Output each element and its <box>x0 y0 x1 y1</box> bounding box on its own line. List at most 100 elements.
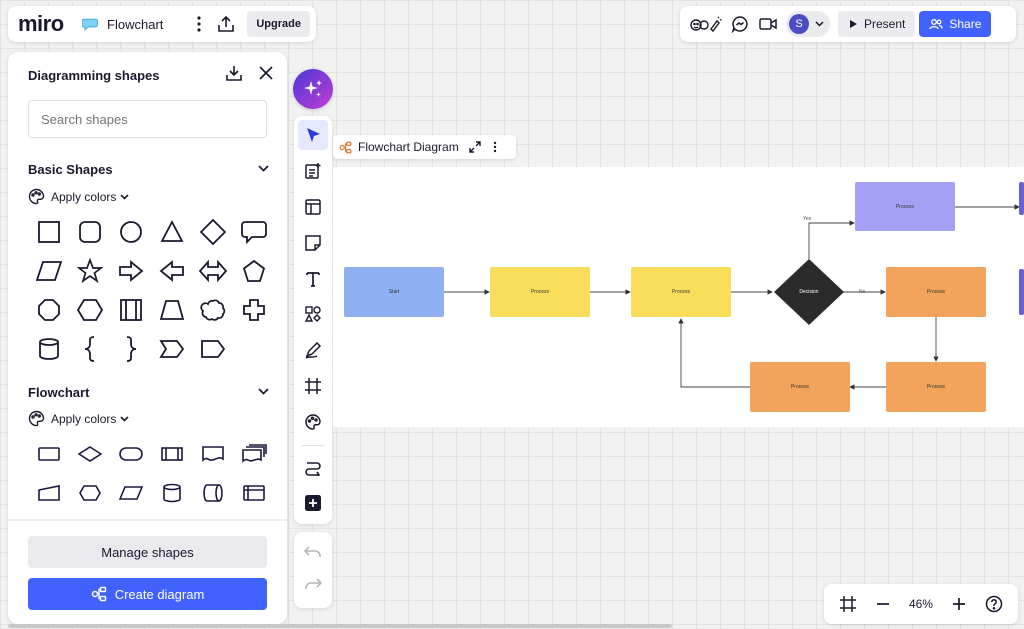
decision-node[interactable]: Decision <box>774 259 844 325</box>
close-icon[interactable] <box>257 64 275 87</box>
rounded-square-shape[interactable] <box>69 212 110 251</box>
frame-title-bar[interactable]: Flowchart Diagram <box>333 135 516 159</box>
chevron-down-icon[interactable] <box>258 165 269 172</box>
process-node[interactable]: Process <box>490 267 590 317</box>
board-title[interactable]: Flowchart <box>107 16 164 32</box>
process-node[interactable]: Process <box>886 267 986 317</box>
share-button[interactable]: Share <box>919 11 992 37</box>
board-header: miro Flowchart Upgrade <box>8 6 316 42</box>
expand-icon[interactable] <box>469 141 481 153</box>
pentagon-shape[interactable] <box>233 251 274 290</box>
double-arrow-shape[interactable] <box>192 251 233 290</box>
fc-process-shape[interactable] <box>28 434 69 473</box>
circle-shape[interactable] <box>110 212 151 251</box>
process-node[interactable]: Process <box>750 362 850 412</box>
panel-title: Diagramming shapes <box>28 68 160 83</box>
flowchart-frame[interactable]: Start Process Process Decision Process P… <box>333 167 1024 427</box>
users-icon <box>929 19 944 30</box>
fc-preparation-shape[interactable] <box>69 473 110 512</box>
horizontal-scrollbar[interactable] <box>8 624 672 628</box>
fc-internal-storage-shape[interactable] <box>233 473 274 512</box>
ai-assistant-button[interactable] <box>293 69 333 109</box>
collaborators-dropdown[interactable]: S <box>786 11 830 37</box>
chat-icon[interactable] <box>726 10 754 38</box>
fit-to-screen-icon[interactable] <box>839 595 857 613</box>
process-node[interactable]: Process <box>631 267 731 317</box>
pen-tool[interactable] <box>298 335 328 365</box>
process-node[interactable]: Process <box>855 182 955 231</box>
upgrade-button[interactable]: Upgrade <box>247 11 310 37</box>
sticky-note-tool[interactable] <box>298 228 328 258</box>
cross-shape[interactable] <box>233 290 274 329</box>
more-tools-button[interactable] <box>298 488 328 518</box>
octagon-shape[interactable] <box>28 290 69 329</box>
star-shape[interactable] <box>69 251 110 290</box>
chevron-down-icon <box>120 415 129 422</box>
triangle-shape[interactable] <box>151 212 192 251</box>
process-node[interactable]: Process <box>886 362 986 412</box>
square-shape[interactable] <box>28 212 69 251</box>
download-icon[interactable] <box>225 64 243 87</box>
arrow-right-shape[interactable] <box>110 251 151 290</box>
tag-shape[interactable] <box>192 329 233 368</box>
cylinder-shape[interactable] <box>28 329 69 368</box>
help-icon[interactable] <box>985 595 1003 613</box>
process-bars-shape[interactable] <box>110 290 151 329</box>
chevron-down-icon[interactable] <box>258 388 269 395</box>
hexagon-shape[interactable] <box>69 290 110 329</box>
present-label: Present <box>864 17 906 31</box>
cloud-shape[interactable] <box>192 290 233 329</box>
chevron-down-icon <box>120 193 129 200</box>
speech-bubble-shape[interactable] <box>233 212 274 251</box>
more-options-icon[interactable] <box>185 10 212 38</box>
basic-shapes-title[interactable]: Basic Shapes <box>28 162 113 177</box>
toolbar-divider <box>302 445 324 447</box>
miro-logo[interactable]: miro <box>18 11 64 36</box>
fc-multi-document-shape[interactable] <box>233 434 274 473</box>
flowchart-section-title[interactable]: Flowchart <box>28 385 90 400</box>
undo-icon[interactable] <box>303 545 322 564</box>
start-node[interactable]: Start <box>344 267 444 317</box>
zoom-level[interactable]: 46% <box>908 597 933 611</box>
brace-left-shape[interactable] <box>69 329 110 368</box>
parallelogram-shape[interactable] <box>28 251 69 290</box>
diamond-shape[interactable] <box>192 212 233 251</box>
fc-predefined-shape[interactable] <box>151 434 192 473</box>
layout-tool[interactable] <box>298 192 328 222</box>
zoom-out-icon[interactable] <box>875 596 891 612</box>
frame-tool[interactable] <box>298 371 328 401</box>
manage-shapes-button[interactable]: Manage shapes <box>28 536 267 568</box>
fc-data-shape[interactable] <box>110 473 151 512</box>
reactions-icon[interactable] <box>686 10 726 38</box>
fc-database-shape[interactable] <box>151 473 192 512</box>
fc-document-shape[interactable] <box>192 434 233 473</box>
frame-icon <box>305 378 321 395</box>
search-shapes-input[interactable] <box>28 100 267 138</box>
connection-line-tool[interactable] <box>298 452 328 482</box>
apps-tool[interactable] <box>298 407 328 437</box>
more-options-icon[interactable] <box>493 141 497 153</box>
brace-right-shape[interactable] <box>110 329 151 368</box>
fc-terminator-shape[interactable] <box>110 434 151 473</box>
video-call-icon[interactable] <box>754 10 782 38</box>
fc-direct-data-shape[interactable] <box>192 473 233 512</box>
templates-tool[interactable] <box>298 156 328 186</box>
apply-colors-basic[interactable]: Apply colors <box>28 188 129 205</box>
layout-icon <box>305 199 321 215</box>
text-tool[interactable] <box>298 264 328 294</box>
diagramming-shapes-panel: Diagramming shapes Basic Shapes Apply co… <box>8 52 287 624</box>
present-button[interactable]: Present <box>838 11 916 37</box>
select-tool[interactable] <box>298 120 328 150</box>
export-icon[interactable] <box>212 10 239 38</box>
connector-lines <box>444 204 1020 390</box>
redo-icon[interactable] <box>304 577 323 596</box>
zoom-in-icon[interactable] <box>951 596 967 612</box>
create-diagram-button[interactable]: Create diagram <box>28 578 267 610</box>
fc-decision-shape[interactable] <box>69 434 110 473</box>
chevron-shape[interactable] <box>151 329 192 368</box>
shapes-tool[interactable] <box>298 300 328 330</box>
apply-colors-flowchart[interactable]: Apply colors <box>28 410 129 427</box>
arrow-left-shape[interactable] <box>151 251 192 290</box>
fc-manual-input-shape[interactable] <box>28 473 69 512</box>
trapezoid-shape[interactable] <box>151 290 192 329</box>
